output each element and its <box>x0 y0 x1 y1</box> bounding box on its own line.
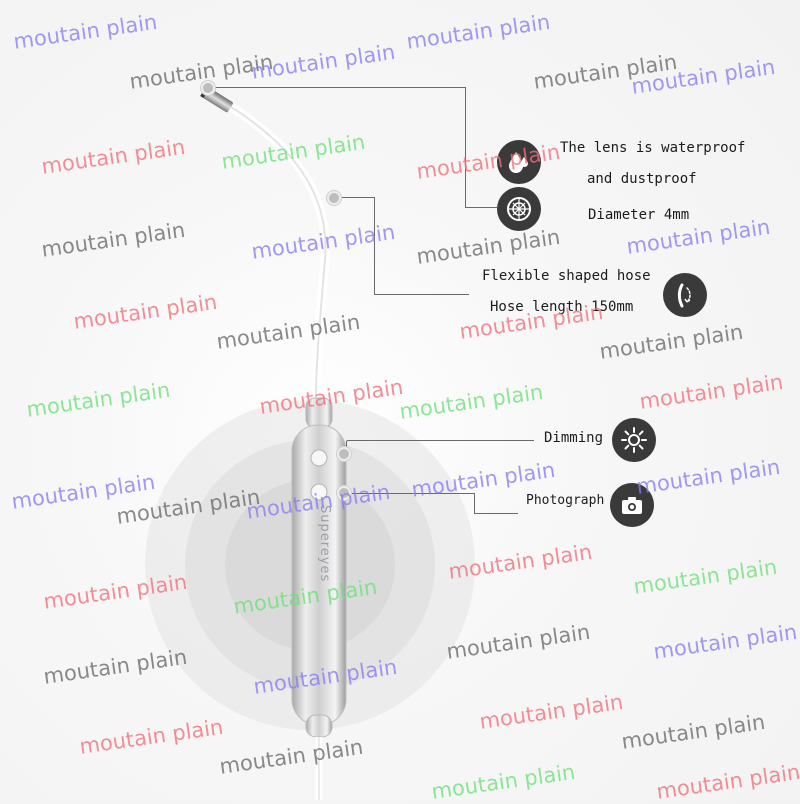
camera-icon <box>610 483 654 527</box>
photograph-label: Photograph <box>526 493 605 508</box>
flexible-hose-icon <box>663 273 707 317</box>
dimming-dot <box>337 447 351 461</box>
lens-dot <box>201 81 215 95</box>
lens-dustproof-label: and dustproof <box>587 171 697 187</box>
lens-waterproof-label: The lens is waterproof <box>560 140 746 156</box>
photograph-leader <box>346 493 474 494</box>
dimming-leader <box>346 440 477 456</box>
handle-bottom <box>305 714 333 738</box>
photograph-leader-to-label <box>474 513 518 514</box>
camera-lens-icon <box>497 187 541 231</box>
brightness-icon <box>612 418 656 462</box>
dimming-button <box>310 449 328 467</box>
lens-diameter-label: Diameter 4mm <box>588 207 690 223</box>
hose-leader-to-label <box>374 294 469 295</box>
photo-button <box>310 483 328 501</box>
water-drop-icon <box>497 140 541 184</box>
dimming-label: Dimming <box>544 430 604 446</box>
lens-leader-vertical <box>465 87 466 207</box>
hose-length-label: Hose length 150mm <box>490 299 634 315</box>
hose-dot <box>327 191 341 205</box>
lens-leader-to-icon <box>465 207 497 208</box>
photograph-dot <box>337 486 351 500</box>
lens-leader-horizontal <box>210 87 465 88</box>
dimming-leader-short <box>476 440 534 441</box>
photograph-leader-down <box>474 493 475 513</box>
hose-leader-vertical <box>374 197 375 294</box>
brand-engraving: Supereyes <box>317 505 332 583</box>
hose-leader-horizontal <box>338 197 374 198</box>
hose-flexible-label: Flexible shaped hose <box>482 268 651 284</box>
